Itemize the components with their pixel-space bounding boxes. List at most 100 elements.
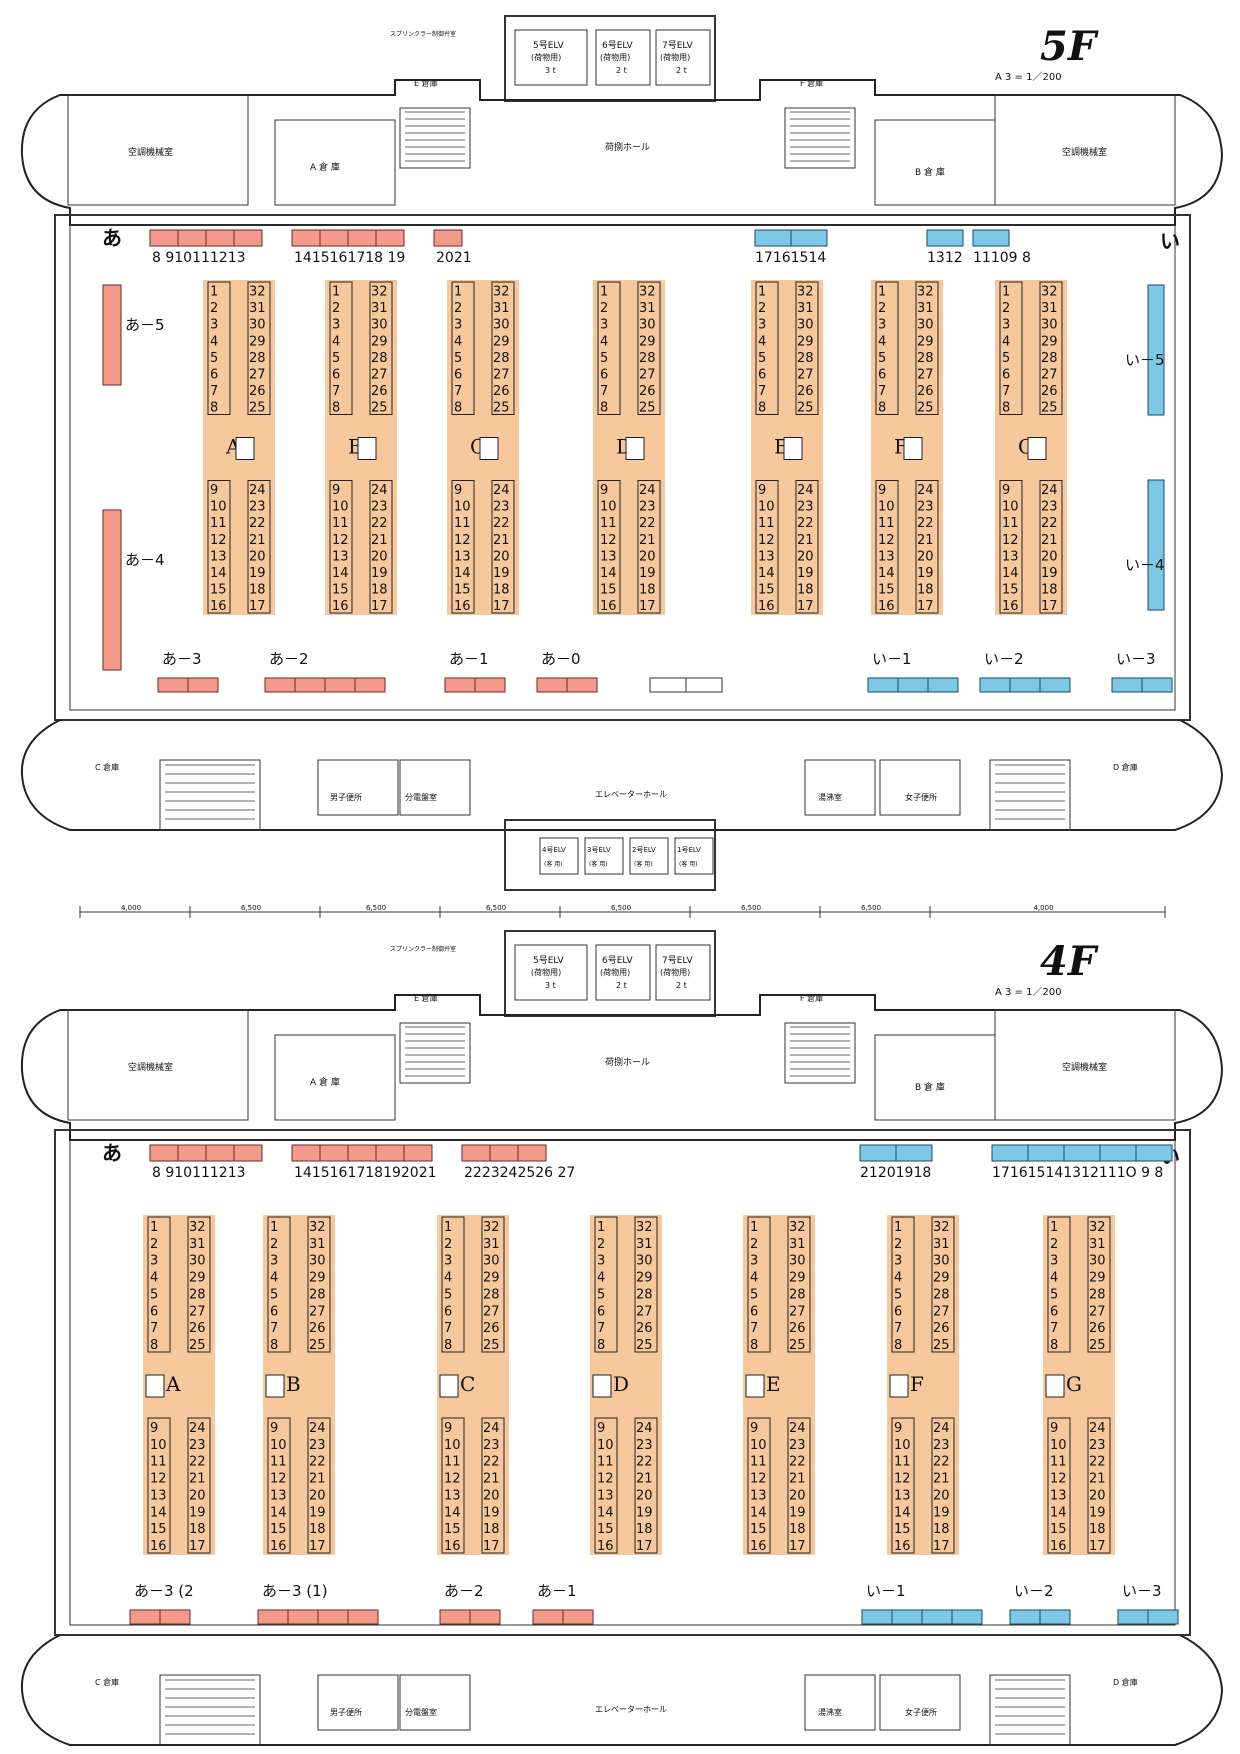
booth-number: 24 [917, 483, 934, 498]
booth-number: 20 [933, 1488, 950, 1503]
booth-number: 13 [600, 549, 617, 564]
column-pillar [745, 1374, 765, 1398]
booth-number: 5 [150, 1287, 158, 1302]
booth-number: 11 [758, 516, 775, 531]
booth-number: 6 [270, 1304, 278, 1319]
booth-number: 30 [249, 318, 266, 333]
booth-number: 17 [797, 599, 814, 614]
booth-number: 28 [917, 351, 934, 366]
booth-number: 25 [639, 401, 656, 416]
booth-group-label: あ－3 (1) [262, 1582, 328, 1600]
booth-number: 26 [636, 1321, 653, 1336]
booth-number: 11 [894, 1455, 911, 1470]
booth-number: 18 [636, 1522, 653, 1537]
elevator-use: (荷物用) [531, 52, 561, 62]
booth-number: 32 [639, 285, 656, 300]
booth-number: 20 [797, 549, 814, 564]
booth-blue [1099, 1144, 1137, 1162]
guest-elevator-use: (客 用) [589, 860, 608, 868]
booth-number: 8 [600, 401, 608, 416]
booth-blue [867, 677, 899, 693]
booth-number: 9 [210, 483, 218, 498]
booth-number: 27 [371, 367, 388, 382]
cargo-hall-label: 荷捌ホール [605, 141, 650, 153]
booth-pink [287, 1609, 319, 1625]
booth-number: 19 [917, 566, 934, 581]
booth-pink [187, 677, 219, 693]
booth-number: 3 [332, 318, 340, 333]
booth-number: 3 [1050, 1254, 1058, 1269]
guest-elevator [629, 837, 669, 875]
booth-number: 9 [758, 483, 766, 498]
booth-number-row: 1312 [927, 250, 963, 266]
booth-number: 27 [1089, 1304, 1106, 1319]
booth-number: 31 [371, 301, 388, 316]
womens-room-label: 女子便所 [905, 792, 937, 802]
booth-number: 6 [894, 1304, 902, 1319]
booth-number: 24 [249, 483, 266, 498]
booth-number: 27 [789, 1304, 806, 1319]
e-store-label: E 倉庫 [414, 993, 438, 1003]
booth-number: 25 [309, 1338, 326, 1353]
booth-pink [129, 1609, 161, 1625]
booth-pink-side [102, 284, 122, 386]
booth-number: 10 [270, 1438, 287, 1453]
booth-number: 26 [1089, 1321, 1106, 1336]
booth-blue [926, 229, 964, 247]
booth-blue [1117, 1609, 1149, 1625]
booth-group-label: あ－1 [537, 1582, 577, 1600]
b-store-label: B 倉 庫 [915, 1081, 945, 1093]
booth-number: 1 [332, 285, 340, 300]
booth-number: 9 [150, 1421, 158, 1436]
booth-number-row: 171615141312111O 9 8 [992, 1165, 1163, 1181]
booth-number: 28 [309, 1287, 326, 1302]
island-column [891, 1417, 915, 1554]
booth-number: 28 [371, 351, 388, 366]
island-column [207, 480, 231, 614]
booth-number: 10 [758, 500, 775, 515]
booth-blue [1063, 1144, 1101, 1162]
booth-number: 7 [210, 384, 218, 399]
booth-group-label: い－2 [1014, 1582, 1054, 1600]
booth-number: 15 [1002, 582, 1019, 597]
booth-number: 32 [797, 285, 814, 300]
kitchen-label: 湯沸室 [818, 1707, 842, 1717]
booth-number: 25 [189, 1338, 206, 1353]
booth-number: 29 [789, 1271, 806, 1286]
booth-group-label: あ－3 [162, 650, 202, 668]
column-pillar [1027, 437, 1047, 460]
f-store-label: F 倉庫 [800, 78, 823, 88]
booth-number: 19 [636, 1505, 653, 1520]
booth-number: 13 [758, 549, 775, 564]
booth-number: 9 [600, 483, 608, 498]
booth-number: 1 [894, 1220, 902, 1235]
booth-number: 25 [493, 401, 510, 416]
booth-number: 6 [600, 367, 608, 382]
dimension-label: 6,500 [366, 904, 386, 912]
booth-number-row: 1415161718 19 [294, 250, 405, 266]
column-pillar [265, 1374, 285, 1398]
booth-number: 6 [597, 1304, 605, 1319]
booth-number: 10 [878, 500, 895, 515]
island-column [451, 281, 475, 415]
ac-room-left-label: 空調機械室 [128, 1061, 173, 1073]
booth-number: 25 [249, 401, 266, 416]
outer-wall-top [20, 79, 1224, 226]
booth-number: 4 [600, 334, 608, 349]
booth-blue [972, 229, 1010, 247]
booth-number: 32 [1089, 1220, 1106, 1235]
booth-pink [433, 229, 463, 247]
elevator-capacity: 3 t [545, 981, 556, 990]
booth-number: 17 [483, 1539, 500, 1554]
booth-number: 9 [332, 483, 340, 498]
stairs-b [784, 1022, 856, 1084]
island-column [931, 1216, 955, 1353]
booth-number: 25 [371, 401, 388, 416]
island-column [1087, 1417, 1111, 1554]
booth-number: 28 [1089, 1287, 1106, 1302]
booth-number: 10 [444, 1438, 461, 1453]
booth-number: 31 [789, 1237, 806, 1252]
booth-number: 12 [597, 1472, 614, 1487]
booth-pink [157, 677, 189, 693]
island-column [795, 281, 819, 415]
